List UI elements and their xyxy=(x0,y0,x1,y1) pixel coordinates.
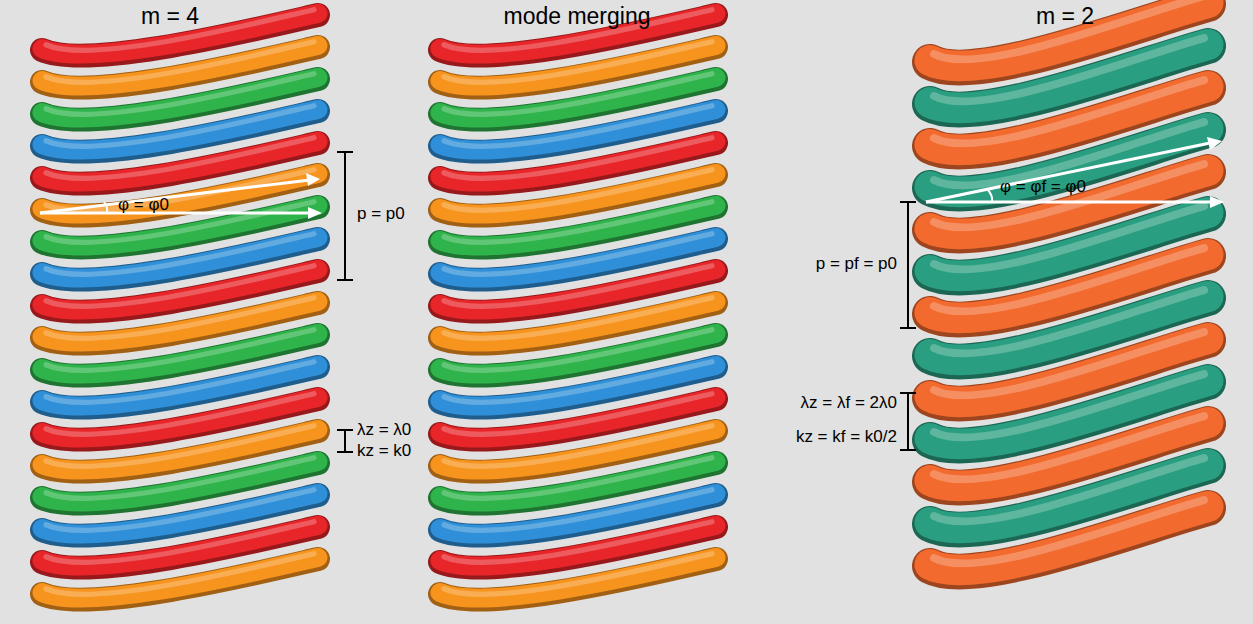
pitch-arrow xyxy=(40,180,310,213)
panel-title: mode merging xyxy=(503,4,650,29)
dimension-label: p = p0 xyxy=(357,205,405,224)
strand-highlight xyxy=(444,266,712,307)
wavelength-bracket xyxy=(337,430,353,452)
strand-highlight xyxy=(46,266,314,307)
panel-title: m = 2 xyxy=(1036,4,1094,29)
strand-highlight xyxy=(444,298,712,339)
helix-m2 xyxy=(930,0,1208,571)
arrow-head xyxy=(308,207,322,219)
helix-m4 xyxy=(42,10,318,600)
panel-title: m = 4 xyxy=(141,4,199,29)
strand-highlight xyxy=(46,234,314,275)
dimension-label: kz = k0 xyxy=(357,442,411,461)
strand-highlight xyxy=(444,394,712,435)
dimension-label: φ = φf = φ0 xyxy=(1000,178,1086,197)
strand-highlight xyxy=(46,362,314,403)
angle-arc xyxy=(988,190,992,201)
axis-arrow xyxy=(926,201,1212,204)
strand-highlight xyxy=(444,170,712,211)
pitch-arrow xyxy=(926,143,1210,202)
angle-arc xyxy=(104,202,107,212)
helix-strand xyxy=(440,554,716,600)
dimension-label: kz = kf = k0/2 xyxy=(796,428,897,447)
helix-merging xyxy=(440,10,716,600)
dimension-label: φ = φ0 xyxy=(118,196,169,215)
helix-strand xyxy=(42,554,318,600)
dimension-label: λz = λ0 xyxy=(357,421,411,440)
strand-highlight xyxy=(444,106,712,147)
dimension-label: p = pf = p0 xyxy=(816,255,897,274)
strand-highlight xyxy=(444,458,712,499)
axis-arrow xyxy=(40,212,312,215)
pitch-bracket xyxy=(337,152,353,280)
strand-highlight xyxy=(934,500,1204,563)
strand-highlight xyxy=(444,330,712,371)
arrow-head xyxy=(1207,137,1222,150)
arrow-head xyxy=(306,173,320,186)
pitch-bracket xyxy=(900,202,916,328)
strand-highlight xyxy=(46,42,314,83)
strand-highlight xyxy=(46,106,314,147)
strand-highlight xyxy=(444,490,712,531)
strand-highlight xyxy=(444,522,712,563)
strand-highlight xyxy=(444,234,712,275)
annotations xyxy=(40,137,1224,452)
strand-highlight xyxy=(46,522,314,563)
strand-highlight xyxy=(444,554,712,595)
strand-highlight xyxy=(46,74,314,115)
arrow-head xyxy=(1210,196,1224,208)
strand-highlight xyxy=(46,426,314,467)
strand-highlight xyxy=(46,330,314,371)
strand-highlight xyxy=(46,554,314,595)
wavelength-bracket xyxy=(900,393,916,450)
dimension-label: λz = λf = 2λ0 xyxy=(801,394,897,413)
strand-highlight xyxy=(444,426,712,467)
strand-highlight xyxy=(46,394,314,435)
strand-highlight xyxy=(46,298,314,339)
strand-highlight xyxy=(444,138,712,179)
strand-highlight xyxy=(46,138,314,179)
helix-strand xyxy=(930,500,1208,571)
strand-highlight xyxy=(46,490,314,531)
strand-highlight xyxy=(444,74,712,115)
strand-highlight xyxy=(444,362,712,403)
strand-highlight xyxy=(444,42,712,83)
strand-highlight xyxy=(46,170,314,211)
strand-highlight xyxy=(444,202,712,243)
strand-highlight xyxy=(46,458,314,499)
